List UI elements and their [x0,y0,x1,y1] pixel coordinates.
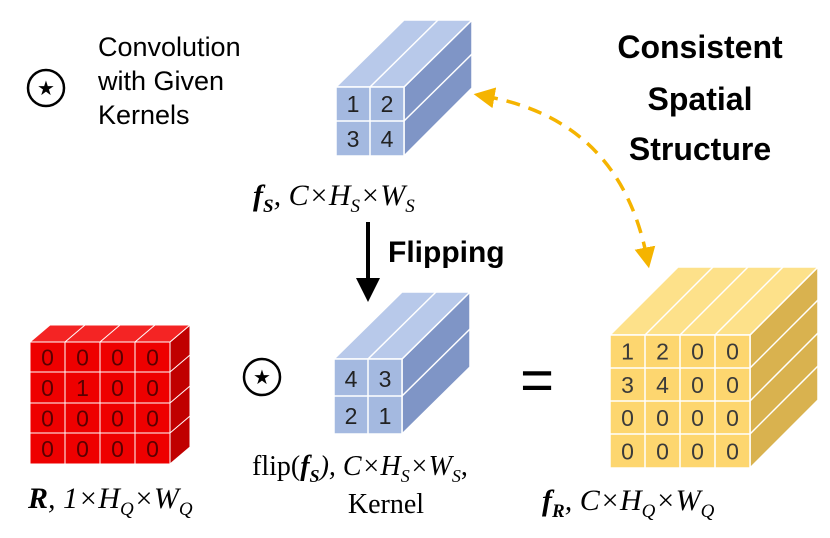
grid-cell: 0 [41,344,54,370]
grid-cell: 2 [345,403,358,429]
grid-cell: 2 [381,91,394,117]
response-map-label: R, 1×HQ×WQ [27,482,193,520]
grid-cell: 0 [691,405,704,431]
grid-cell: 1 [621,339,634,365]
support-feature-label: fS, C×HS×WS [253,179,415,217]
grid-cell: 0 [41,436,54,462]
grid-cell: 4 [381,126,394,152]
grid-cell: 0 [726,438,739,464]
grid-cell: 0 [41,375,54,401]
consistency-title: Consistent Spatial Structure [617,29,783,167]
grid-cell: 4 [345,366,358,392]
grid-cell: 0 [41,405,54,431]
title-line-3: Structure [629,131,771,167]
grid-cell: 0 [656,405,669,431]
legend-text-line-2: with Given [97,66,224,96]
convolution-operator-icon [242,357,282,397]
title-line-1: Consistent [617,29,783,65]
grid-cell: 0 [111,436,124,462]
grid-cell: 0 [621,438,634,464]
result-feature-label: fR, C×HQ×WQ [542,484,715,522]
legend-star-symbol: ★ [37,78,55,100]
grid-cell: 0 [726,405,739,431]
grid-cell: 0 [726,372,739,398]
convolution-operator-symbol: ★ [253,367,271,389]
grid-cell: 0 [146,405,159,431]
kernel-label-line-1: flip(fS), C×HS×WS, [252,451,468,486]
grid-cell: 1 [76,375,89,401]
grid-cell: 0 [726,339,739,365]
grid-cell: 0 [146,375,159,401]
grid-cell: 4 [656,372,669,398]
grid-cell: 0 [111,405,124,431]
title-line-2: Spatial [648,81,753,117]
grid-cell: 0 [76,344,89,370]
legend-text-line-1: Convolution [98,32,241,62]
grid-cell: 1 [379,403,392,429]
grid-cell: 0 [691,438,704,464]
grid-cell: 1 [347,91,360,117]
grid-cell: 0 [656,438,669,464]
consistency-dashed-arrow [473,87,656,269]
grid-cell: 0 [76,436,89,462]
grid-cell: 3 [347,126,360,152]
grid-cell: 0 [691,372,704,398]
flipping-label: Flipping [388,236,505,269]
grid-cell: 3 [379,366,392,392]
grid-cell: 0 [111,375,124,401]
grid-cell: 0 [691,339,704,365]
support-feature-cube: 1 2 3 4 [334,18,474,158]
kernel-label-line-2: Kernel [348,489,424,520]
grid-cell: 2 [656,339,669,365]
legend-text-line-3: Kernels [98,100,190,130]
grid-cell: 0 [146,436,159,462]
convolution-legend-icon [26,68,66,108]
grid-cell: 0 [111,344,124,370]
grid-cell: 0 [146,344,159,370]
legend: ★ Convolution with Given Kernels [26,32,241,130]
grid-cell: 3 [621,372,634,398]
grid-cell: 0 [76,405,89,431]
equals-sign: = [520,348,554,413]
grid-cell: 0 [621,405,634,431]
kernel-cube: 4 3 2 1 [332,290,472,436]
